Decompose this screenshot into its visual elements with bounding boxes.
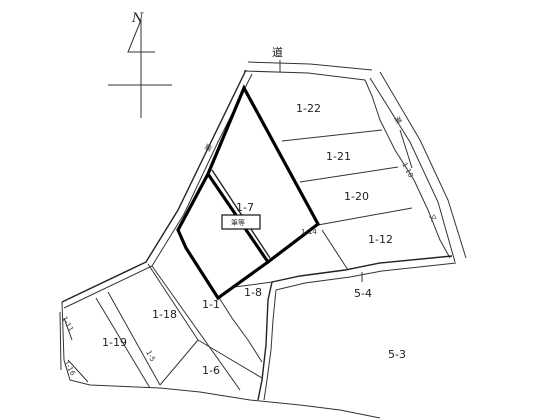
building-box[interactable] — [221, 214, 261, 230]
channel-mark-bottom: 又 — [427, 213, 437, 223]
boundary-5-3-left-inner — [263, 289, 277, 401]
channel-mark: 瀬 — [392, 115, 403, 125]
line-1-19-inner — [95, 297, 151, 389]
channel-parcel-edge — [364, 79, 451, 259]
parcel-label-1-1: 1-1 — [202, 298, 220, 311]
lower-parcel-lines — [217, 255, 457, 401]
road-top: 道 — [243, 45, 373, 81]
line-1-11 — [63, 317, 73, 341]
building-marker[interactable]: 筆等 — [221, 214, 261, 230]
parcel-label-1-19: 1-19 — [102, 336, 127, 349]
line-1-16 — [67, 359, 89, 383]
road-edge-upper — [247, 61, 373, 71]
parcel-label-1-21: 1-21 — [326, 150, 351, 163]
parcel-label-1-22: 1-22 — [296, 102, 321, 115]
channel-inner — [369, 77, 456, 263]
subject-parcel-1-7-lower[interactable] — [176, 173, 269, 301]
road-edge-lower — [243, 70, 366, 81]
line-1-6-left — [159, 339, 199, 386]
road-label: 道 — [272, 45, 283, 59]
line-1-21-1-20 — [299, 166, 399, 183]
lower-left-boundary — [61, 301, 381, 419]
parcel-label-1-8: 1-8 — [244, 286, 262, 299]
left-boundary-outer — [61, 69, 247, 303]
parcel-label-5-4: 5-4 — [354, 287, 372, 300]
channel-outer — [379, 71, 467, 259]
subject-parcel-outline[interactable] — [176, 84, 321, 301]
line-1-1-inner — [151, 265, 241, 391]
north-arrow-head — [127, 19, 155, 53]
parcel-label-5-3: 5-3 — [388, 348, 406, 361]
left-boundary-inner — [63, 73, 253, 309]
line-1-18-1-19 — [107, 291, 161, 386]
boundary-5-3-left — [257, 281, 273, 401]
line-1-12-left — [321, 229, 349, 271]
line-1-18-1-1 — [147, 263, 199, 341]
boundary-5-4-inner — [275, 262, 457, 291]
lower-left-outer-edge — [59, 311, 62, 371]
line-1-20-1-12 — [317, 207, 413, 226]
line-1-22-1-21 — [281, 129, 383, 142]
north-arrow: N — [108, 11, 172, 118]
parcel-label-1-10: 1-10 — [400, 161, 415, 179]
line-1-8-lower — [217, 295, 263, 363]
line-1-8-upper — [233, 281, 273, 288]
left-wall-mark: 瀬 — [203, 143, 214, 153]
parcel-label-1-16: 1-16 — [62, 359, 77, 377]
line-1-10-edge — [399, 129, 413, 169]
boundary-5-4-top — [271, 255, 453, 283]
subject-inner-divider — [211, 169, 271, 259]
right-channel: 瀬 又 — [364, 71, 467, 263]
parcel-label-1-12: 1-12 — [368, 233, 393, 246]
parcel-label-1-20: 1-20 — [344, 190, 369, 203]
parcel-labels: 1-22 1-21 1-20 1-12 1-7 1-8 1-1 1-18 1-1… — [60, 102, 415, 377]
parcel-label-1-7: 1-7 — [236, 201, 254, 214]
building-label: 筆等 — [231, 218, 245, 227]
north-label: N — [131, 11, 144, 26]
parcel-label-1-6: 1-6 — [202, 364, 220, 377]
parcel-label-1-18: 1-18 — [152, 308, 177, 321]
parcel-label-1-14: 1-14 — [301, 228, 317, 236]
lower-left-parcel-lines — [59, 263, 381, 419]
right-parcel-lines — [281, 129, 413, 271]
